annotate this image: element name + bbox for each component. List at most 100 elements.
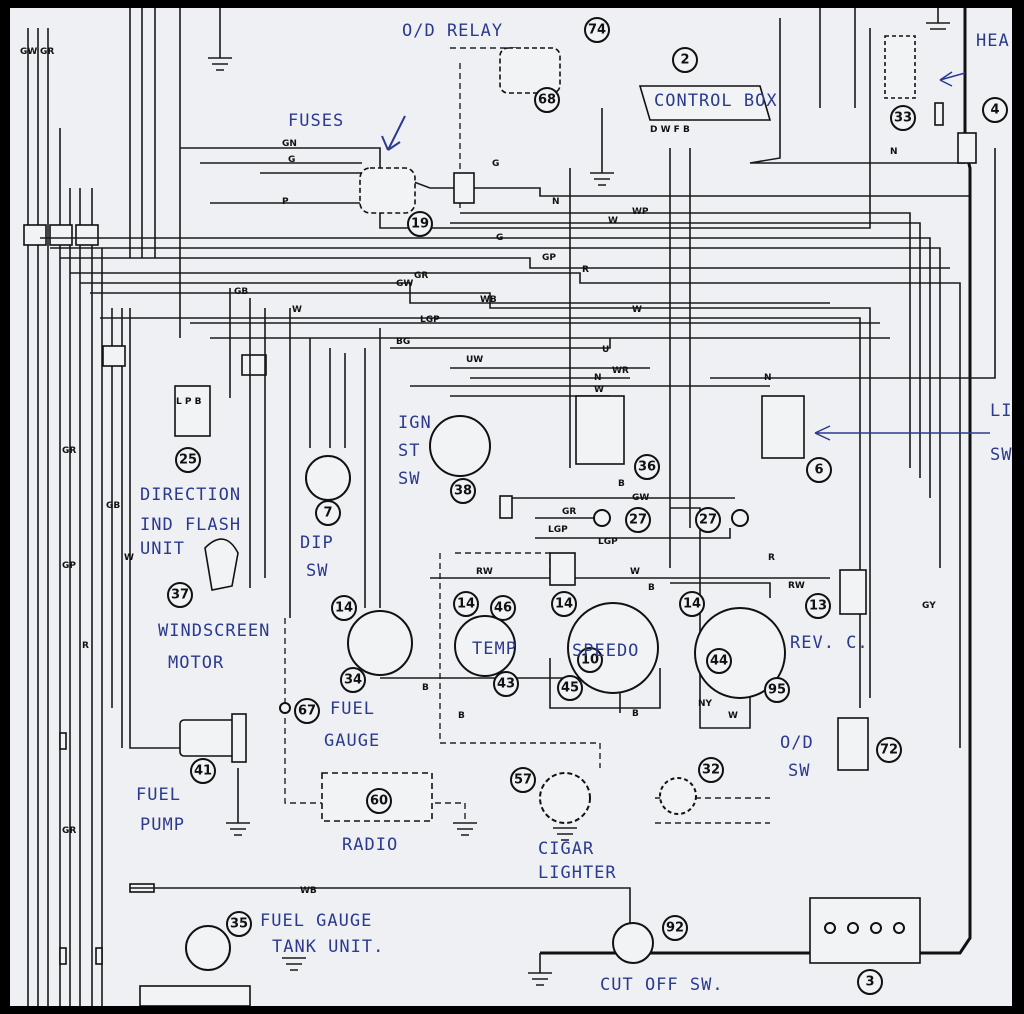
- wire-code: R: [768, 553, 775, 563]
- wire-code: GR: [62, 826, 76, 836]
- component-number: 92: [666, 921, 684, 936]
- dip-label: DIP: [300, 533, 334, 553]
- wire-code: GR: [40, 47, 54, 57]
- wire-code: UW: [466, 355, 483, 365]
- od-sw-label: SW: [788, 761, 810, 781]
- od-relay-label: O/D RELAY: [402, 21, 503, 41]
- wire-code: N: [764, 373, 772, 383]
- component-number: 14: [335, 601, 353, 616]
- left-wire-bundle: [27, 8, 181, 1006]
- component-number: 44: [710, 654, 728, 669]
- wire-code: WR: [612, 366, 629, 376]
- ign-label: IGN: [398, 413, 432, 433]
- radio-label: RADIO: [342, 835, 398, 855]
- component-number: 45: [561, 681, 579, 696]
- component-number: 41: [194, 764, 212, 779]
- motor-label: MOTOR: [168, 653, 224, 673]
- wire-code: GB: [234, 287, 248, 297]
- component-number: 33: [894, 111, 912, 126]
- wire-code: LGP: [420, 315, 440, 325]
- speedo-label: SPEEDO: [572, 641, 639, 661]
- wire-code: W: [292, 305, 302, 315]
- component-number: 34: [344, 673, 362, 688]
- instrument-feeds: [129, 148, 830, 928]
- wire-code: WB: [300, 886, 317, 896]
- lights-arrow-icon: [814, 425, 990, 441]
- component-number: 3: [865, 975, 874, 990]
- wire-code: G: [492, 159, 499, 169]
- component-number: 74: [588, 23, 606, 38]
- lights-label: LI: [990, 401, 1012, 421]
- component-number: 95: [768, 683, 786, 698]
- wire-code: W: [594, 385, 604, 395]
- temp-label: TEMP: [472, 639, 517, 659]
- windscreen-label: WINDSCREEN: [158, 621, 270, 641]
- wire-code: GR: [414, 271, 428, 281]
- unit-label: UNIT: [140, 539, 185, 559]
- wire-code: W: [632, 305, 642, 315]
- wire-code: GB: [106, 501, 120, 511]
- wire-code: GP: [62, 561, 76, 571]
- wire-code: B: [618, 479, 625, 489]
- wire-code: R: [82, 641, 89, 651]
- wiring-diagram: 74 2 68 33 4 19 6 36 38 25 7 27 27 37 14…: [10, 8, 1012, 1006]
- plug-pins: L P B: [176, 397, 202, 407]
- wire-code: W: [630, 567, 640, 577]
- component-number: 57: [514, 773, 532, 788]
- wire-code: U: [602, 345, 609, 355]
- component-number: 10: [581, 653, 599, 668]
- fuses-arrow-icon: [381, 115, 406, 151]
- earth-symbols: [208, 8, 950, 986]
- control-box-label: CONTROL BOX: [654, 91, 778, 111]
- component-number: 7: [323, 506, 332, 521]
- component-number: 27: [629, 513, 647, 528]
- cutoff-label: CUT OFF SW.: [600, 975, 724, 995]
- component-number: 38: [454, 484, 472, 499]
- component-number: 67: [298, 704, 316, 719]
- gauge-label: GAUGE: [324, 731, 380, 751]
- wire-code: GY: [922, 601, 936, 611]
- component-number: 36: [638, 460, 656, 475]
- ind-flash-label: IND FLASH: [140, 515, 241, 535]
- component-number: 68: [538, 93, 556, 108]
- wire-codes: GW GR GN G G P N N W WP G GP R GW GR WB …: [20, 47, 936, 896]
- cigar-label: CIGAR: [538, 839, 594, 859]
- wire-code: GP: [542, 253, 556, 263]
- wire-code: G: [496, 233, 503, 243]
- wire-code: LGP: [548, 525, 568, 535]
- fuel-label: FUEL: [330, 699, 375, 719]
- wire-code: P: [282, 197, 289, 207]
- wire-code: RW: [788, 581, 805, 591]
- component-number: 2: [680, 53, 689, 68]
- fuses-label: FUSES: [288, 111, 344, 131]
- wire-code: RW: [476, 567, 493, 577]
- tank-unit-label: TANK UNIT.: [272, 937, 384, 957]
- wire-code: R: [582, 265, 589, 275]
- wire-code: WB: [480, 295, 497, 305]
- wire-code: WP: [632, 207, 649, 217]
- fuel-pump-label-2: PUMP: [140, 815, 185, 835]
- wire-code: LGP: [598, 537, 618, 547]
- wire-code: NY: [698, 699, 713, 709]
- wire-code: GW: [396, 279, 413, 289]
- switch-label: SW: [990, 445, 1012, 465]
- component-number-circles: [167, 17, 1008, 995]
- component-number: 37: [171, 588, 189, 603]
- battery-main-wire: [540, 8, 996, 955]
- wire-code: B: [648, 583, 655, 593]
- component-number: 19: [411, 217, 429, 232]
- wire-code: N: [594, 373, 602, 383]
- component-number: 14: [457, 597, 475, 612]
- wire-code: N: [890, 147, 898, 157]
- component-number: 46: [494, 601, 512, 616]
- component-number: 6: [814, 463, 823, 478]
- wire-code: BG: [396, 337, 410, 347]
- wire-code: GW: [632, 493, 649, 503]
- wire-code: GW: [20, 47, 37, 57]
- control-box-terminals: D W F B: [650, 125, 690, 135]
- component-numbers: 74 2 68 33 4 19 6 36 38 25 7 27 27 37 14…: [171, 23, 1000, 990]
- wiring-diagram-svg: 74 2 68 33 4 19 6 36 38 25 7 27 27 37 14…: [20, 8, 1012, 1006]
- wire-code: W: [608, 216, 618, 226]
- wire-code: B: [632, 709, 639, 719]
- direction-label: DIRECTION: [140, 485, 241, 505]
